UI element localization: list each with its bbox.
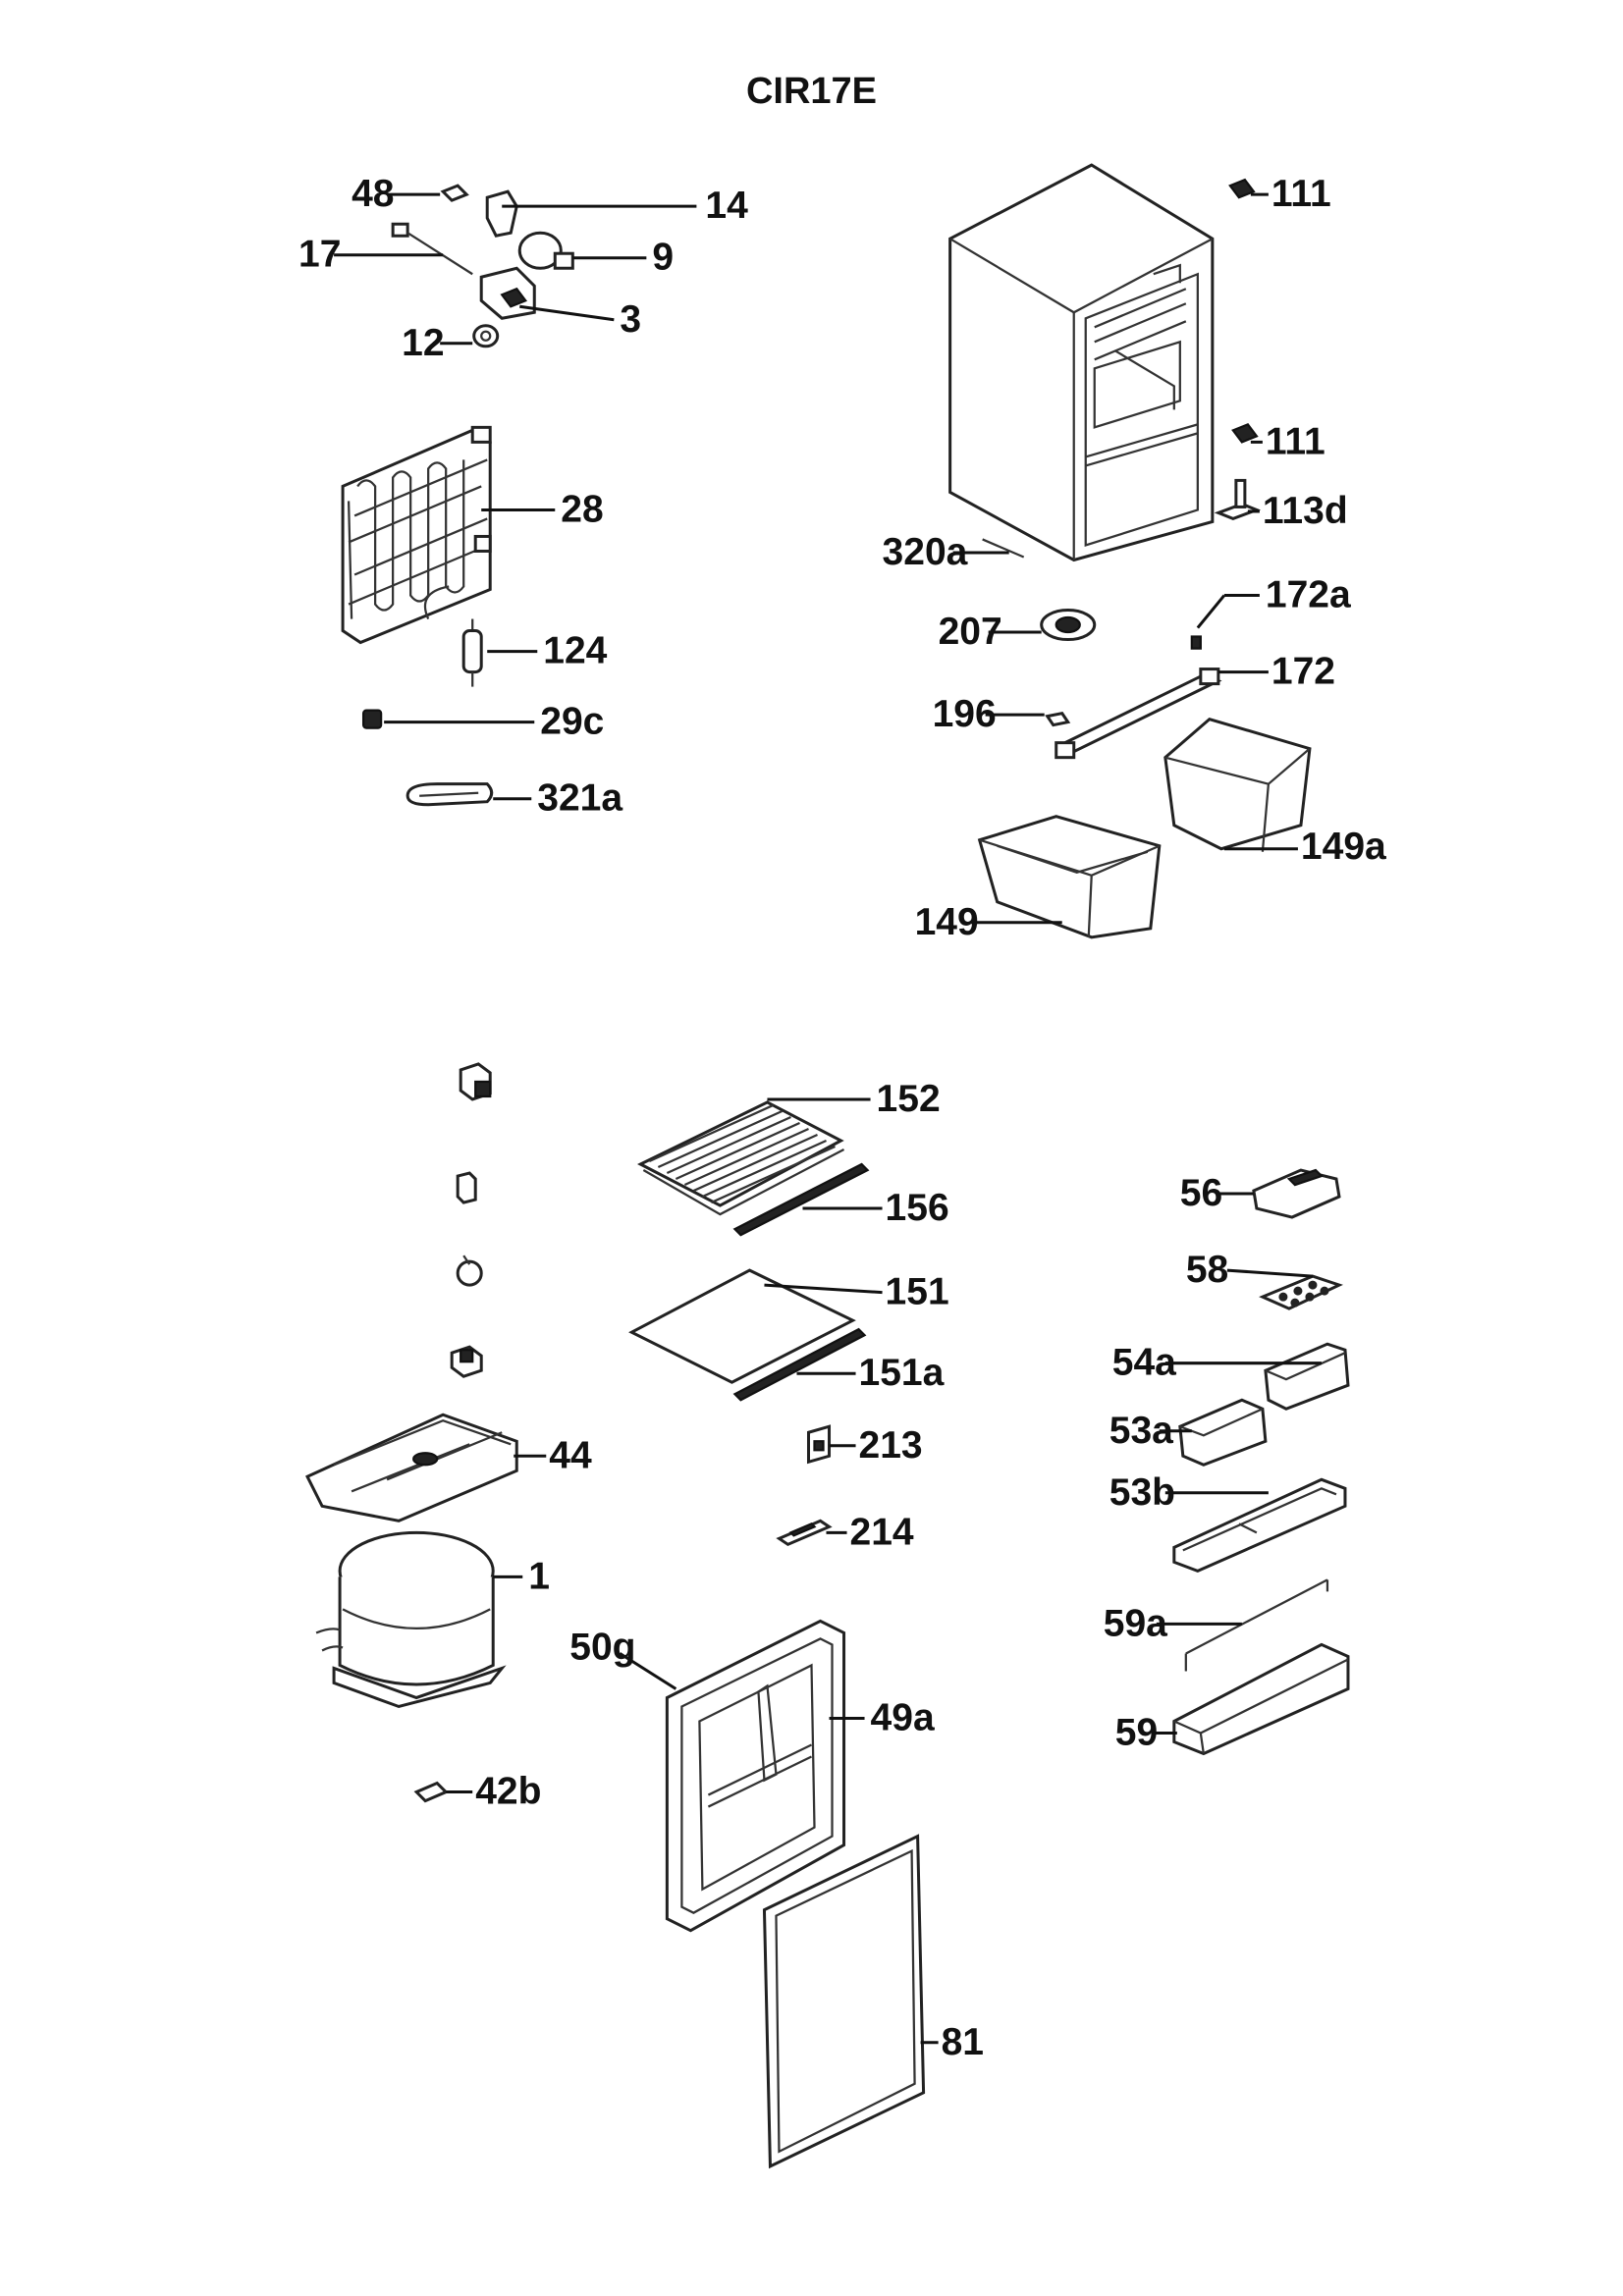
part-58-egg-tray xyxy=(1226,1268,1343,1310)
label-152: 152 xyxy=(877,1078,941,1120)
part-81-door-gasket xyxy=(762,1834,939,2169)
label-29c: 29c xyxy=(540,701,604,743)
part-17-capillary-sensor xyxy=(334,222,473,276)
label-196: 196 xyxy=(933,693,997,735)
part-cabinet xyxy=(948,163,1215,562)
part-213-bracket xyxy=(806,1424,856,1465)
label-151: 151 xyxy=(886,1271,949,1313)
part-320a-leveling-foot xyxy=(952,538,1025,559)
label-156: 156 xyxy=(886,1187,949,1229)
label-321a: 321a xyxy=(537,777,622,820)
part-172-crisper-rail xyxy=(1055,667,1269,760)
label-59: 59 xyxy=(1115,1712,1158,1754)
label-113d: 113d xyxy=(1263,490,1348,532)
part-196-clip xyxy=(985,711,1071,727)
part-111-top-hinge-pin xyxy=(1228,178,1269,199)
part-172a-screw xyxy=(1190,594,1260,650)
part-14-thermostat-bracket xyxy=(485,189,697,238)
label-172a: 172a xyxy=(1266,574,1351,616)
part-44-compressor-cover xyxy=(305,1413,547,1522)
part-56-lamp-cover xyxy=(1217,1168,1341,1219)
diagram-title: CIR17E xyxy=(745,71,878,112)
label-124: 124 xyxy=(543,630,607,672)
part-111-bottom-hinge-pin xyxy=(1231,423,1263,444)
part-small-bulb-holder xyxy=(456,1171,477,1204)
label-28: 28 xyxy=(561,488,603,530)
label-111-bottom: 111 xyxy=(1266,420,1325,462)
label-17: 17 xyxy=(298,234,341,276)
label-50g: 50g xyxy=(569,1626,635,1668)
label-111-top: 111 xyxy=(1271,173,1331,215)
label-48: 48 xyxy=(352,173,394,215)
part-42b-clip xyxy=(413,1781,473,1803)
label-53a: 53a xyxy=(1109,1410,1173,1452)
part-151-glass-shelf xyxy=(628,1268,883,1384)
part-54a-door-bin xyxy=(1164,1342,1350,1411)
leader-50g xyxy=(619,1652,677,1690)
label-59a: 59a xyxy=(1104,1602,1167,1644)
part-small-switch xyxy=(459,1062,492,1101)
part-small-lamp xyxy=(456,1255,483,1287)
part-28-condenser xyxy=(341,425,556,645)
part-53a-door-bin xyxy=(1159,1398,1268,1467)
part-48-screw xyxy=(390,184,469,202)
part-9-thermostat-knob xyxy=(517,231,647,270)
label-14: 14 xyxy=(705,185,748,227)
part-53b-door-tray xyxy=(1164,1477,1347,1573)
label-213: 213 xyxy=(859,1424,923,1467)
label-151a: 151a xyxy=(859,1352,945,1394)
part-59a-bottle-guard xyxy=(1156,1578,1329,1672)
part-152-wire-shelf xyxy=(637,1097,871,1216)
part-113d-lower-hinge xyxy=(1214,478,1262,521)
label-149a: 149a xyxy=(1301,826,1386,868)
part-59-bottle-bin xyxy=(1153,1642,1350,1756)
label-12: 12 xyxy=(402,322,444,364)
part-207-fan-grille xyxy=(988,609,1097,642)
label-214: 214 xyxy=(850,1511,914,1553)
label-58: 58 xyxy=(1186,1249,1228,1291)
label-1: 1 xyxy=(528,1555,550,1597)
part-12-knob-ring xyxy=(440,324,500,348)
part-124-filter-drier xyxy=(461,618,538,687)
label-49a: 49a xyxy=(871,1697,935,1739)
label-42b: 42b xyxy=(475,1771,541,1813)
label-320a: 320a xyxy=(883,531,968,573)
label-9: 9 xyxy=(652,237,674,279)
part-3-thermostat xyxy=(479,266,615,322)
part-156-shelf-trim xyxy=(732,1162,883,1237)
label-81: 81 xyxy=(942,2021,984,2063)
label-53b: 53b xyxy=(1109,1471,1175,1514)
label-207: 207 xyxy=(939,611,1002,653)
label-56: 56 xyxy=(1180,1172,1222,1214)
part-149-crisper-large xyxy=(970,815,1162,939)
label-149: 149 xyxy=(915,901,979,943)
part-214-hinge-cover xyxy=(776,1519,847,1547)
label-3: 3 xyxy=(620,298,641,341)
label-44: 44 xyxy=(549,1434,592,1476)
part-29c-grommet xyxy=(361,709,535,729)
part-321a-drain-tube xyxy=(406,782,532,807)
part-49a-door xyxy=(665,1619,865,1933)
part-149a-crisper-small xyxy=(1163,717,1312,852)
label-172: 172 xyxy=(1271,651,1335,693)
label-54a: 54a xyxy=(1112,1342,1176,1384)
part-1-compressor xyxy=(315,1530,523,1709)
part-151a-glass-trim xyxy=(732,1327,867,1402)
part-small-connector xyxy=(450,1345,483,1378)
